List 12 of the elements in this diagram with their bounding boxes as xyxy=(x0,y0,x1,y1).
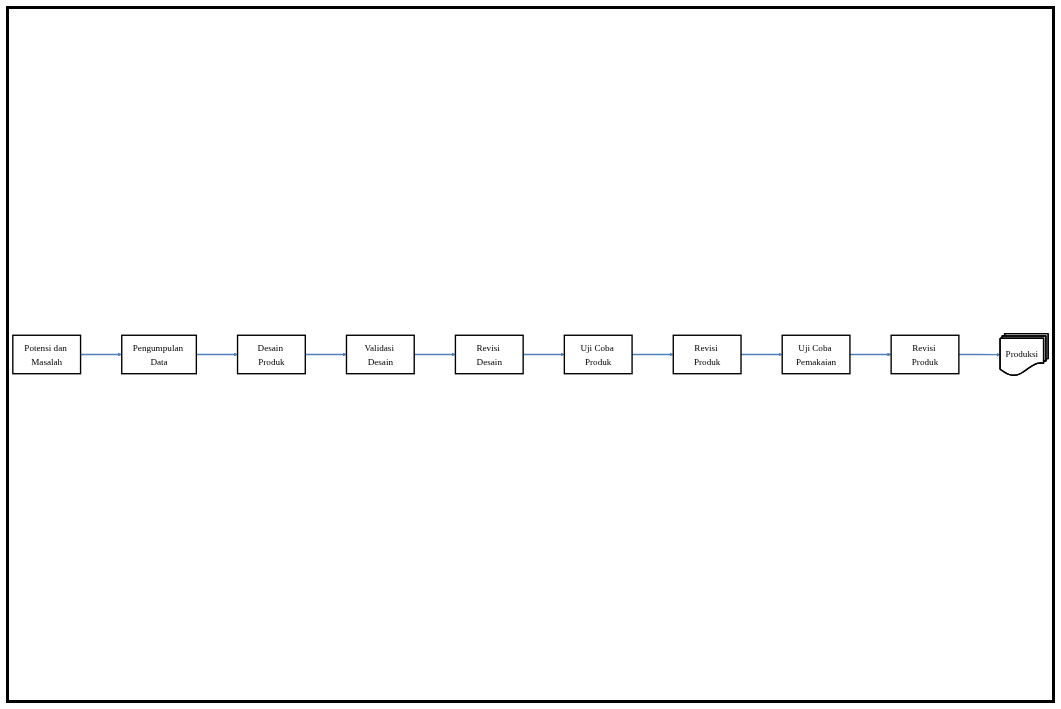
node-box xyxy=(781,334,851,375)
node-box xyxy=(890,334,960,375)
node-box xyxy=(12,334,82,375)
node-box xyxy=(121,334,198,375)
node-box xyxy=(563,334,633,375)
arrow xyxy=(849,352,892,357)
arrow xyxy=(958,352,1001,357)
flowchart: Potensi dan Masalah Pengumpulan Data Desain Produk Validasi Desain Revisi Desain Uji Coba Produk Revisi Produk Uji Coba Pemakaian Revisi Produk Produksi xyxy=(9,330,1052,379)
node-box xyxy=(345,334,415,375)
node-box xyxy=(454,334,524,375)
node-box xyxy=(672,334,742,375)
node-box xyxy=(236,334,306,375)
